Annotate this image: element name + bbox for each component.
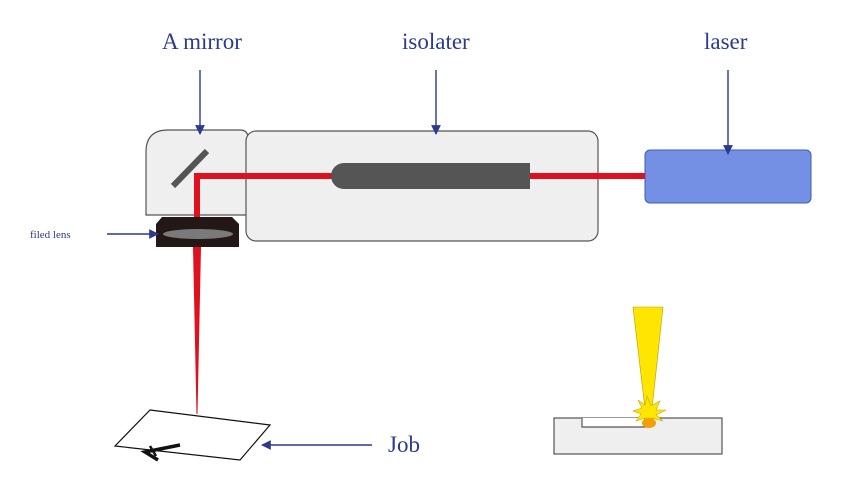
label-mirror: A mirror: [162, 29, 242, 54]
job-engraved-letter-bar: [148, 445, 158, 457]
engraving-beam: [632, 306, 664, 410]
mirror-element: [170, 148, 210, 189]
label-job: Job: [388, 432, 420, 457]
label-isolater: isolater: [402, 29, 470, 54]
label-laser: laser: [704, 29, 748, 54]
engraving-hotspot: [642, 418, 656, 428]
focused-beam: [193, 247, 201, 414]
job-workpiece: [113, 409, 272, 461]
label-lens: filed lens: [30, 229, 71, 241]
isolater-rod: [331, 163, 530, 189]
job-engraved-letter: [140, 443, 181, 462]
laser-source: [644, 149, 812, 204]
engraving-groove: [581, 418, 646, 428]
lens-element: [163, 229, 233, 239]
